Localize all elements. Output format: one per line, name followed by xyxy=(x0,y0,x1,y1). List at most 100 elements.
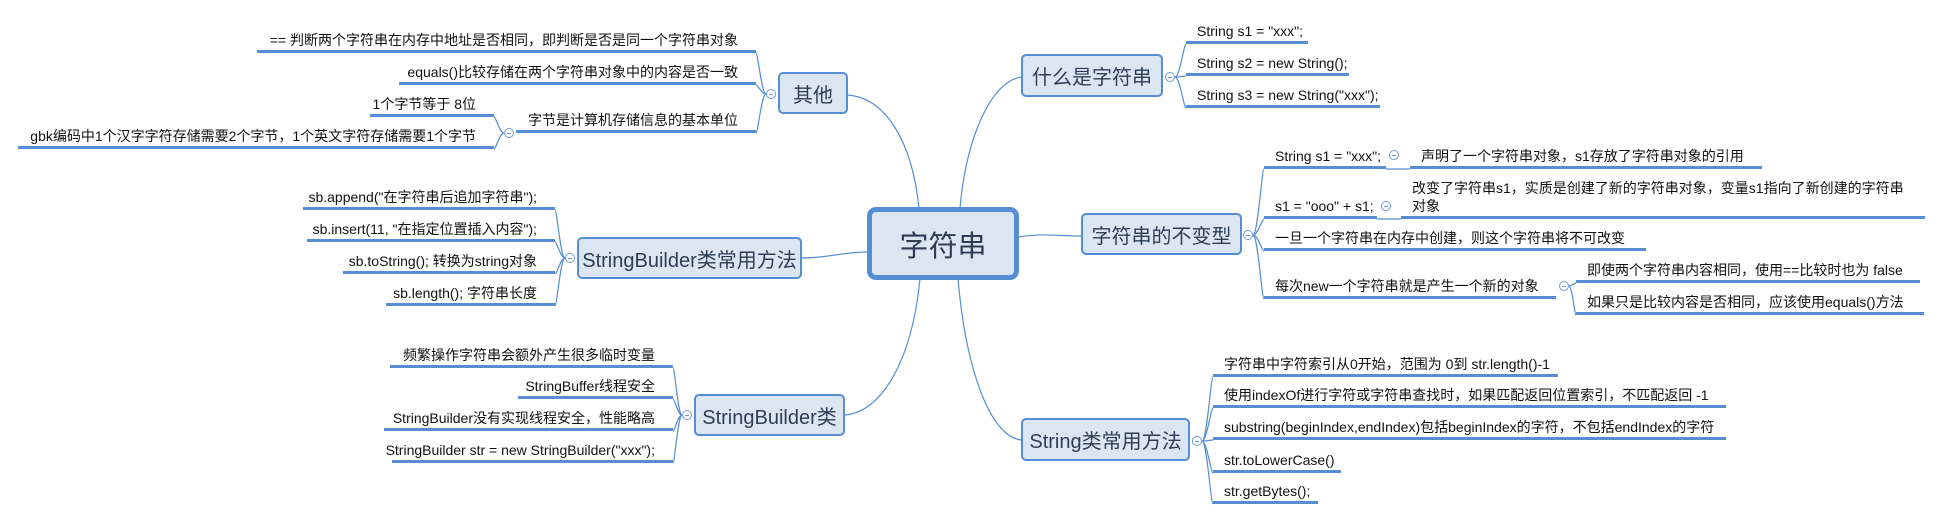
subtopic-label: StringBuffer线程安全 xyxy=(525,378,655,394)
subtopic-label: String s3 = new String("xxx"); xyxy=(1197,87,1379,103)
subtopic-label: gbk编码中1个汉字字符存储需要2个字节，1个英文字符存储需要1个字节 xyxy=(30,128,476,144)
connector-line xyxy=(1201,376,1214,442)
collapse-toggle[interactable] xyxy=(565,253,575,263)
connector-line xyxy=(1252,234,1265,300)
connector-line xyxy=(1017,234,1082,238)
topic-string-methods[interactable]: String类常用方法 xyxy=(1021,418,1190,461)
subtopic-label: String s1 = "xxx"; xyxy=(1275,148,1382,164)
topic-label: String类常用方法 xyxy=(1029,431,1182,453)
connector-line xyxy=(672,367,683,416)
subtopic[interactable]: equals()比较存储在两个字符串对象中的内容是否一致 xyxy=(399,63,756,85)
subtopic[interactable]: StringBuilder没有实现线程安全，性能略高 xyxy=(384,409,673,431)
subtopic-label: equals()比较存储在两个字符串对象中的内容是否一致 xyxy=(407,64,738,80)
subtopic[interactable]: 如果只是比较内容是否相同，应该使用equals()方法 xyxy=(1576,293,1924,315)
subtopic[interactable]: substring(beginIndex,endIndex)包括beginInd… xyxy=(1213,418,1726,440)
connector-line xyxy=(755,93,767,134)
connector-line xyxy=(1174,43,1187,78)
subtopic[interactable]: 改变了字符串s1，实质是创建了新的字符串对象，变量s1指向了新创建的字符串对象 xyxy=(1401,179,1925,219)
subtopic[interactable]: 1个字节等于 8位 xyxy=(370,95,494,117)
connector-line xyxy=(755,52,767,95)
subtopic[interactable]: 频繁操作字符串会额外产生很多临时变量 xyxy=(390,346,673,368)
subtopic[interactable]: s1 = "ooo" + s1; xyxy=(1264,197,1377,219)
subtopic-label: StringBuilder str = new StringBuilder("x… xyxy=(385,442,655,458)
subtopic[interactable]: String s2 = new String(); xyxy=(1186,54,1349,76)
subtopic[interactable]: sb.append("在字符串后追加字符串"); xyxy=(303,188,555,210)
topic-label: 字符串的不变型 xyxy=(1091,225,1232,248)
subtopic-label: sb.length(); 字符串长度 xyxy=(393,285,537,301)
topic-label: StringBuilder类常用方法 xyxy=(582,249,797,272)
subtopic[interactable]: String s3 = new String("xxx"); xyxy=(1186,86,1380,108)
subtopic-label: 使用indexOf进行字符或字符串查找时，如果匹配返回位置索引，不匹配返回 -1 xyxy=(1224,387,1709,403)
subtopic[interactable]: str.toLowerCase() xyxy=(1213,451,1341,473)
collapse-toggle[interactable] xyxy=(1243,230,1253,240)
subtopic[interactable]: gbk编码中1个汉字字符存储需要2个字节，1个英文字符存储需要1个字节 xyxy=(18,127,494,149)
central-topic[interactable]: 字符串 xyxy=(867,207,1019,280)
subtopic-label: substring(beginIndex,endIndex)包括beginInd… xyxy=(1224,419,1715,435)
subtopic-label: s1 = "ooo" + s1; xyxy=(1275,198,1374,214)
subtopic-label: == 判断两个字符串在内存中地址是否相同，即判断是否是同一个字符串对象 xyxy=(269,32,738,48)
subtopic-label: 如果只是比较内容是否相同，应该使用equals()方法 xyxy=(1587,294,1904,310)
subtopic[interactable]: String s1 = "xxx"; xyxy=(1186,22,1308,44)
collapse-toggle[interactable] xyxy=(1165,72,1175,82)
collapse-toggle[interactable] xyxy=(1559,281,1569,291)
central-topic-label: 字符串 xyxy=(899,230,987,263)
connector-line xyxy=(554,209,566,259)
connector-line xyxy=(1174,76,1187,109)
subtopic-label: 改变了字符串s1，实质是创建了新的字符串对象，变量s1指向了新创建的字符串对象 xyxy=(1412,180,1904,214)
topic-other[interactable]: 其他 xyxy=(778,72,848,114)
topic-label: StringBuilder类 xyxy=(702,406,837,429)
subtopic[interactable]: 字符串中字符索引从0开始，范围为 0到 str.length()-1 xyxy=(1213,355,1558,377)
collapse-toggle[interactable] xyxy=(1381,201,1391,211)
subtopic-label: 声明了一个字符串对象，s1存放了字符串对象的引用 xyxy=(1421,148,1744,164)
connector-line xyxy=(1201,440,1214,505)
subtopic-label: sb.toString(); 转换为string对象 xyxy=(348,253,537,269)
subtopic[interactable]: == 判断两个字符串在内存中地址是否相同，即判断是否是同一个字符串对象 xyxy=(257,31,756,53)
subtopic-label: sb.append("在字符串后追加字符串"); xyxy=(308,189,537,205)
collapse-toggle[interactable] xyxy=(504,128,514,138)
subtopic[interactable]: 一旦一个字符串在内存中创建，则这个字符串将不可改变 xyxy=(1264,229,1646,251)
subtopic-label: 一旦一个字符串在内存中创建，则这个字符串将不可改变 xyxy=(1275,230,1625,246)
subtopic-label: str.getBytes(); xyxy=(1224,483,1311,499)
subtopic-label: 即使两个字符串内容相同，使用==比较时也为 false xyxy=(1587,262,1903,278)
subtopic-label: 字节是计算机存储信息的基本单位 xyxy=(528,112,738,128)
subtopic-label: String s1 = "xxx"; xyxy=(1197,23,1304,39)
connector-line xyxy=(1174,75,1187,78)
subtopic[interactable]: 字节是计算机存储信息的基本单位 xyxy=(516,111,756,133)
subtopic[interactable]: sb.toString(); 转换为string对象 xyxy=(343,252,555,274)
subtopic-label: 字符串中字符索引从0开始，范围为 0到 str.length()-1 xyxy=(1224,356,1550,372)
subtopic[interactable]: 每次new一个字符串就是产生一个新的对象 xyxy=(1264,277,1556,299)
subtopic[interactable]: sb.length(); 字符串长度 xyxy=(386,284,555,306)
topic-stringbuilder-methods[interactable]: StringBuilder类常用方法 xyxy=(577,237,802,279)
subtopic[interactable]: String s1 = "xxx"; xyxy=(1264,147,1386,169)
topic-label: 其他 xyxy=(793,84,833,107)
connector-line xyxy=(672,398,683,416)
subtopic-label: sb.insert(11, "在指定位置插入内容"); xyxy=(312,221,537,237)
subtopic-label: 1个字节等于 8位 xyxy=(372,96,476,112)
subtopic[interactable]: str.getBytes(); xyxy=(1213,482,1318,504)
subtopic[interactable]: 使用indexOf进行字符或字符串查找时，如果匹配返回位置索引，不匹配返回 -1 xyxy=(1213,386,1726,408)
topic-immutability[interactable]: 字符串的不变型 xyxy=(1081,213,1242,255)
topic-what-is-string[interactable]: 什么是字符串 xyxy=(1021,54,1163,97)
connector-line xyxy=(847,94,920,209)
subtopic[interactable]: StringBuilder str = new StringBuilder("x… xyxy=(386,441,673,463)
subtopic[interactable]: 声明了一个字符串对象，s1存放了字符串对象的引用 xyxy=(1410,147,1762,169)
collapse-toggle[interactable] xyxy=(1389,150,1399,160)
subtopic-label: 每次new一个字符串就是产生一个新的对象 xyxy=(1275,278,1539,294)
connector-line xyxy=(554,241,566,259)
topic-stringbuilder-class[interactable]: StringBuilder类 xyxy=(694,394,845,436)
connector-line xyxy=(957,278,1022,441)
subtopic[interactable]: sb.insert(11, "在指定位置插入内容"); xyxy=(307,220,555,242)
connector-line xyxy=(844,278,921,416)
connector-line xyxy=(554,257,566,307)
topic-label: 什么是字符串 xyxy=(1032,67,1152,89)
connector-line xyxy=(672,414,683,464)
connector-line xyxy=(959,76,1022,209)
subtopic[interactable]: 即使两个字符串内容相同，使用==比较时也为 false xyxy=(1576,261,1920,283)
collapse-toggle[interactable] xyxy=(766,89,776,99)
collapse-toggle[interactable] xyxy=(682,410,692,420)
subtopic-label: String s2 = new String(); xyxy=(1197,55,1348,71)
subtopic[interactable]: StringBuffer线程安全 xyxy=(518,377,673,399)
connector-line xyxy=(1252,218,1265,236)
collapse-toggle[interactable] xyxy=(1192,436,1202,446)
